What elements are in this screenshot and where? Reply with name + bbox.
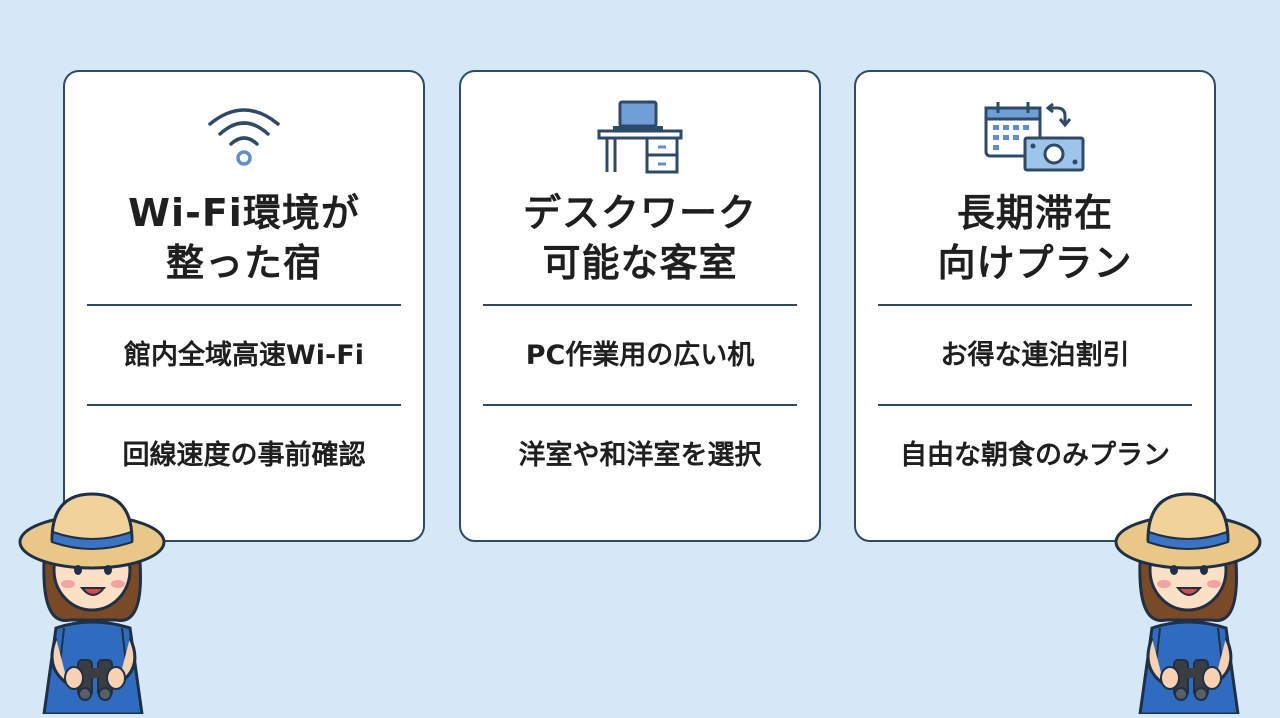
- divider: [87, 404, 401, 406]
- divider: [483, 304, 797, 306]
- calendar-money-icon: [983, 100, 1087, 178]
- divider: [878, 304, 1192, 306]
- desk-laptop-icon: [595, 100, 685, 178]
- feature-text: 自由な朝食のみプラン: [900, 440, 1170, 471]
- card-long-stay: 長期滞在 向けプラン お得な連泊割引 自由な朝食のみプラン: [854, 70, 1216, 542]
- card-title: デスクワーク 可能な客室: [522, 191, 757, 285]
- card-wifi: Wi-Fi環境が 整った宿 館内全域高速Wi-Fi 回線速度の事前確認: [63, 70, 425, 542]
- divider: [483, 404, 797, 406]
- feature-text: お得な連泊割引: [940, 340, 1130, 371]
- wifi-icon: [204, 100, 284, 174]
- divider: [87, 304, 401, 306]
- feature-text: 回線速度の事前確認: [122, 440, 366, 471]
- card-desk: デスクワーク 可能な客室 PC作業用の広い机 洋室や和洋室を選択: [459, 70, 821, 542]
- card-title: 長期滞在 向けプラン: [937, 191, 1133, 285]
- feature-text: PC作業用の広い机: [525, 340, 755, 371]
- traveler-with-binoculars-left: [18, 488, 168, 718]
- divider: [878, 404, 1192, 406]
- card-title: Wi-Fi環境が 整った宿: [128, 191, 360, 285]
- feature-text: 館内全域高速Wi-Fi: [124, 340, 364, 371]
- feature-text: 洋室や和洋室を選択: [518, 440, 762, 471]
- traveler-with-binoculars-right: [1114, 488, 1264, 718]
